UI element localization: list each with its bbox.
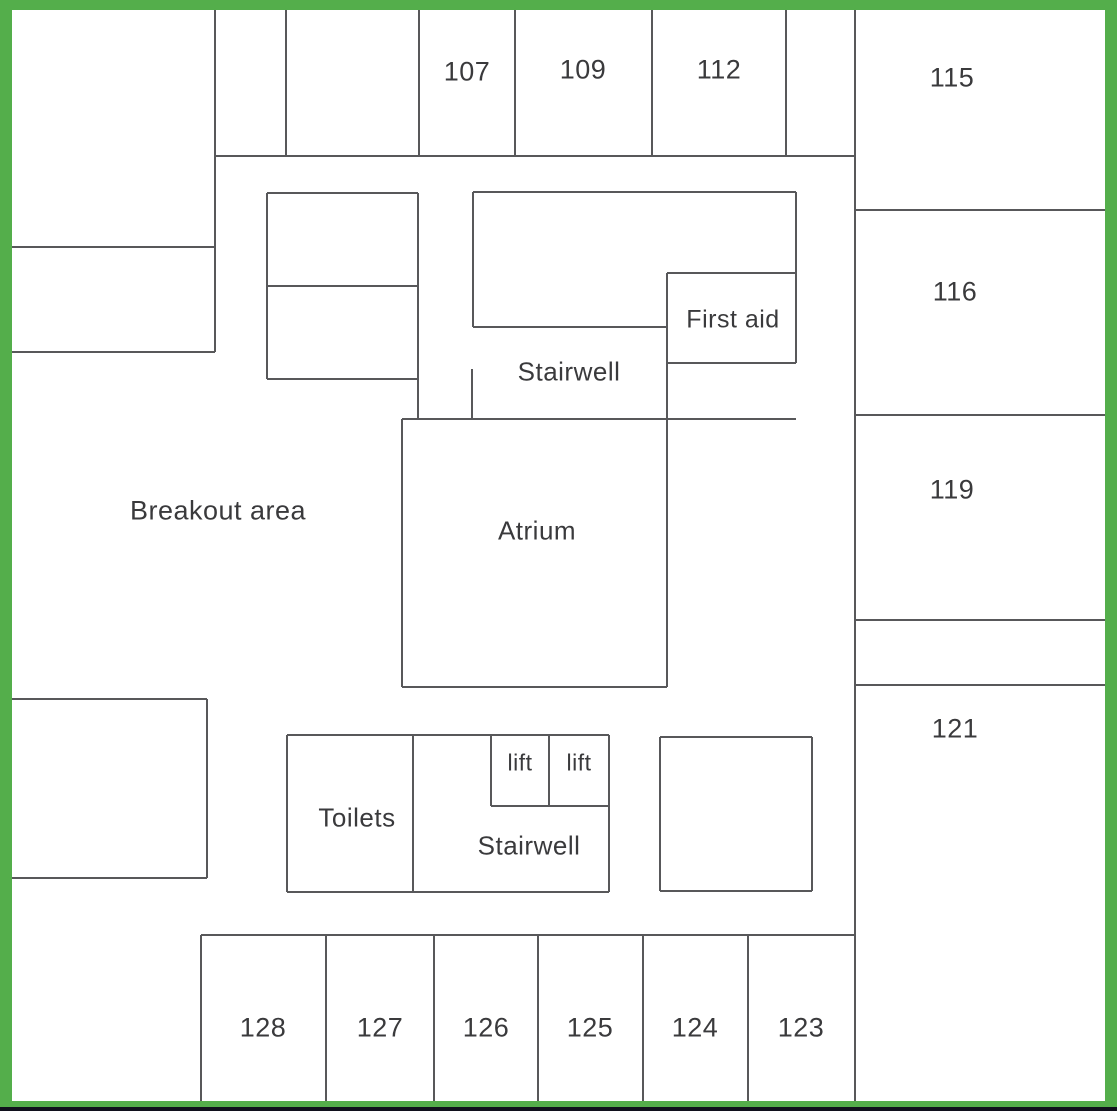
room-label-107: 107 [443,56,491,87]
room-label-119: 119 [929,474,975,505]
room-label-123: 123 [777,1012,825,1043]
room-label-115: 115 [929,62,975,93]
room-label-112: 112 [696,54,742,85]
atrium-label: Atrium [497,515,577,546]
first-aid-label: First aid [686,305,780,334]
bottom-edge-strip [0,1107,1117,1111]
room-label-109: 109 [559,54,607,85]
room-label-124: 124 [671,1012,719,1043]
room-label-125: 125 [566,1012,614,1043]
toilets-label: Toilets [318,802,396,833]
room-label-116: 116 [932,276,978,307]
lift-left-label: lift [507,749,533,776]
room-label-126: 126 [462,1012,510,1043]
lift-right-label: lift [566,749,592,776]
room-label-121: 121 [931,713,979,744]
breakout-area-label: Breakout area [129,495,307,526]
room-label-127: 127 [356,1012,404,1043]
stairwell-lower-label: Stairwell [477,830,581,861]
room-label-128: 128 [239,1012,287,1043]
stairwell-upper-label: Stairwell [517,356,621,387]
